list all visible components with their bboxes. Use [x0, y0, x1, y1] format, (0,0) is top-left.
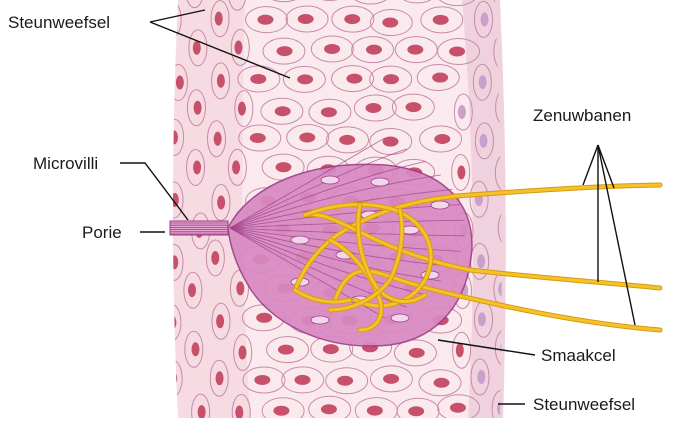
- nucleus: [297, 74, 313, 84]
- label-porie: Porie: [82, 224, 122, 241]
- nucleus: [277, 46, 293, 56]
- nucleus: [481, 12, 489, 26]
- nucleus: [383, 374, 399, 384]
- nucleus: [211, 251, 219, 265]
- nucleus: [168, 316, 176, 330]
- nucleus: [479, 134, 487, 148]
- nucleus: [432, 73, 448, 83]
- nucleus: [295, 375, 311, 385]
- nucleus: [365, 103, 381, 113]
- nucleus: [168, 13, 176, 27]
- nucleus: [250, 74, 266, 84]
- nucleus: [278, 345, 294, 355]
- pointer-zenuwbanen-1: [583, 145, 598, 185]
- nucleus: [408, 406, 424, 416]
- nucleus: [346, 74, 362, 84]
- nucleus: [479, 75, 487, 89]
- nucleus: [366, 45, 382, 55]
- nucleus: [298, 14, 314, 24]
- label-microvilli: Microvilli: [33, 155, 98, 172]
- nucleus: [409, 348, 425, 358]
- nucleus: [250, 133, 266, 143]
- nucleus: [434, 134, 450, 144]
- pointer-zenuwbanen-4: [598, 145, 635, 325]
- nucleus: [256, 313, 272, 323]
- nucleus: [456, 343, 464, 357]
- nucleus: [433, 15, 449, 25]
- nucleus: [217, 74, 225, 88]
- nucleus: [215, 12, 223, 26]
- nucleus: [276, 162, 292, 172]
- bud-nucleus: [431, 201, 449, 209]
- nucleus: [176, 76, 184, 90]
- nucleus: [367, 406, 383, 416]
- nucleus: [236, 281, 244, 295]
- nucleus: [170, 255, 178, 269]
- nucleus: [216, 314, 224, 328]
- nucleus: [321, 404, 337, 414]
- nucleus: [232, 160, 240, 174]
- nucleus: [405, 102, 421, 112]
- nucleus: [273, 406, 289, 416]
- nucleus: [214, 132, 222, 146]
- nucleus: [434, 378, 450, 388]
- nucleus: [323, 344, 339, 354]
- nucleus: [191, 342, 199, 356]
- label-steunweefsel-top: Steunweefsel: [8, 14, 110, 31]
- bud-nucleus: [321, 176, 339, 184]
- nucleus: [169, 371, 177, 385]
- nucleus: [217, 195, 225, 209]
- nucleus: [171, 193, 179, 207]
- nucleus: [193, 41, 201, 55]
- nucleus: [449, 46, 465, 56]
- nucleus: [337, 376, 353, 386]
- nucleus: [254, 375, 270, 385]
- nucleus: [477, 370, 485, 384]
- nucleus: [407, 45, 423, 55]
- nucleus: [275, 106, 291, 116]
- nucleus: [193, 160, 201, 174]
- bud-nucleus: [291, 236, 309, 244]
- nucleus: [216, 371, 224, 385]
- nucleus: [188, 283, 196, 297]
- nucleus: [234, 41, 242, 55]
- nucleus: [382, 18, 398, 28]
- nucleus: [170, 130, 178, 144]
- nucleus: [458, 105, 466, 119]
- nucleus: [457, 165, 465, 179]
- label-zenuwbanen: Zenuwbanen: [533, 107, 631, 124]
- nucleus: [321, 107, 337, 117]
- nucleus: [238, 102, 246, 116]
- nucleus: [450, 403, 466, 413]
- nucleus: [477, 254, 485, 268]
- nucleus: [383, 74, 399, 84]
- label-steunweefsel-bottom: Steunweefsel: [533, 396, 635, 413]
- nucleus: [478, 312, 486, 326]
- nucleus: [299, 133, 315, 143]
- nucleus: [344, 14, 360, 24]
- nucleus: [339, 135, 355, 145]
- nucleus: [238, 346, 246, 360]
- bud-nucleus: [391, 314, 409, 322]
- nucleus: [194, 101, 202, 115]
- label-smaakcel: Smaakcel: [541, 347, 616, 364]
- tissue-cell: [144, 0, 162, 8]
- nucleus: [257, 15, 273, 25]
- bud-nucleus: [311, 316, 329, 324]
- nucleus: [324, 44, 340, 54]
- bud-nucleus: [371, 178, 389, 186]
